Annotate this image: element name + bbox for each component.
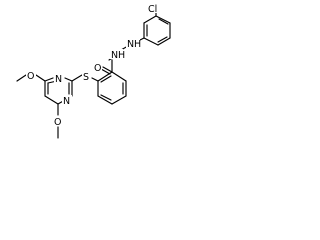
carbonyl-oxygen-label: O	[94, 63, 101, 74]
bond	[35, 74, 46, 82]
bond	[100, 75, 112, 83]
bond	[91, 77, 99, 82]
bond	[102, 66, 113, 73]
atom-labels: Cl N H N H O S N N O O	[27, 4, 157, 128]
bond	[16, 74, 27, 82]
bond	[111, 71, 127, 82]
methoxy-oxygen-lower-label: O	[54, 117, 61, 128]
bond	[111, 95, 127, 105]
bond	[71, 74, 83, 82]
bond	[97, 95, 113, 105]
methoxy-oxygen-upper-label: O	[27, 71, 34, 82]
hydrazine-hydrogen-lower-label: H	[118, 50, 125, 61]
bond	[100, 68, 111, 75]
bond	[155, 15, 171, 24]
bond	[44, 77, 54, 82]
molecule-structure: Cl N H N H O S N N O O	[16, 3, 171, 139]
bonds	[16, 10, 171, 139]
bond	[44, 95, 59, 105]
hydrazine-hydrogen-upper-label: H	[134, 39, 141, 50]
bond	[158, 18, 169, 25]
bond	[97, 71, 113, 82]
hydrazine-nitrogen-upper-label: N	[127, 39, 134, 50]
atom-backgrounds	[26, 3, 163, 126]
bond	[143, 37, 159, 46]
chlorine-label: Cl	[148, 4, 157, 15]
pyrimidine-nitrogen-lower-label: N	[63, 96, 70, 107]
bond	[157, 37, 171, 46]
bond	[143, 15, 157, 24]
thioether-sulfur-label: S	[83, 72, 89, 83]
bond	[157, 36, 168, 43]
hydrazine-nitrogen-lower-label: N	[111, 50, 118, 61]
bond	[100, 94, 112, 101]
pyrimidine-nitrogen-upper-label: N	[55, 74, 62, 85]
bond	[64, 77, 73, 82]
